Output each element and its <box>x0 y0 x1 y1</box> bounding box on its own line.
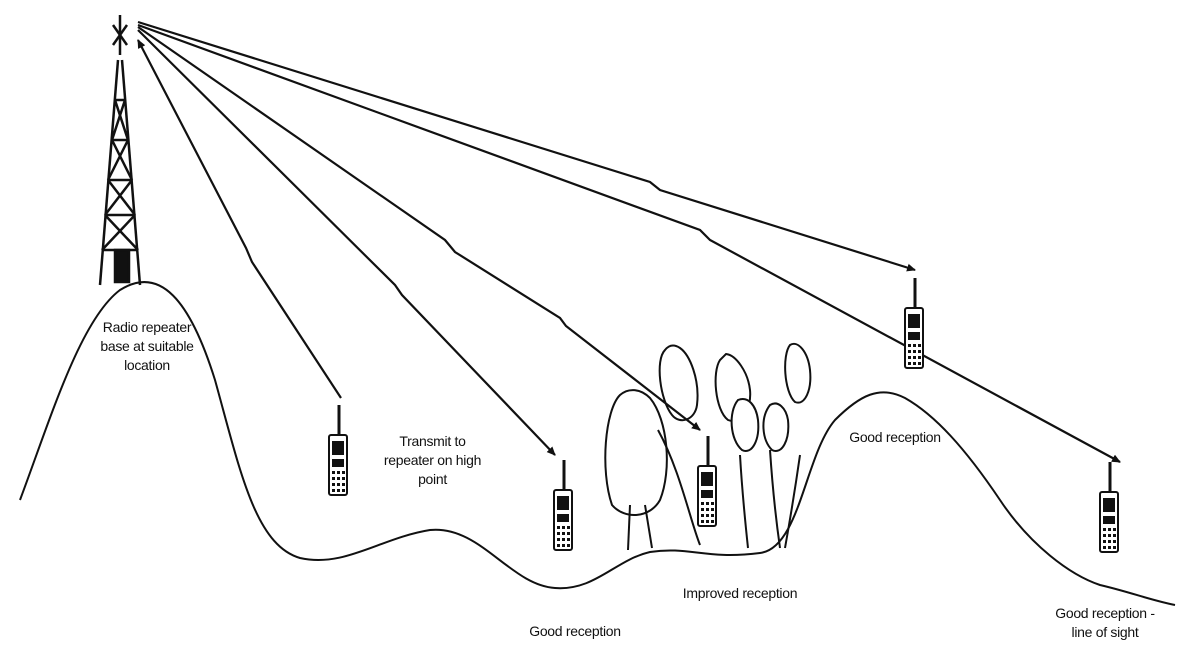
label-transmit: Transmit to repeater on high point <box>365 432 500 489</box>
label-good-reception-hill: Good reception <box>815 428 975 447</box>
label-improved-reception: Improved reception <box>650 584 830 603</box>
label-line: Good reception - <box>1030 604 1180 623</box>
label-line: location <box>62 356 232 375</box>
label-good-reception-line-of-sight: Good reception - line of sight <box>1030 604 1180 642</box>
signal-path-valley <box>138 30 555 455</box>
label-line: base at suitable <box>62 337 232 356</box>
radio-tower-icon <box>100 15 140 285</box>
label-repeater-base: Radio repeater base at suitable location <box>62 318 232 375</box>
label-line: repeater on high <box>365 451 500 470</box>
label-good-reception-valley: Good reception <box>490 622 660 641</box>
label-line: line of sight <box>1030 623 1180 642</box>
label-line: Radio repeater <box>62 318 232 337</box>
label-line: point <box>365 470 500 489</box>
label-line: Transmit to <box>365 432 500 451</box>
